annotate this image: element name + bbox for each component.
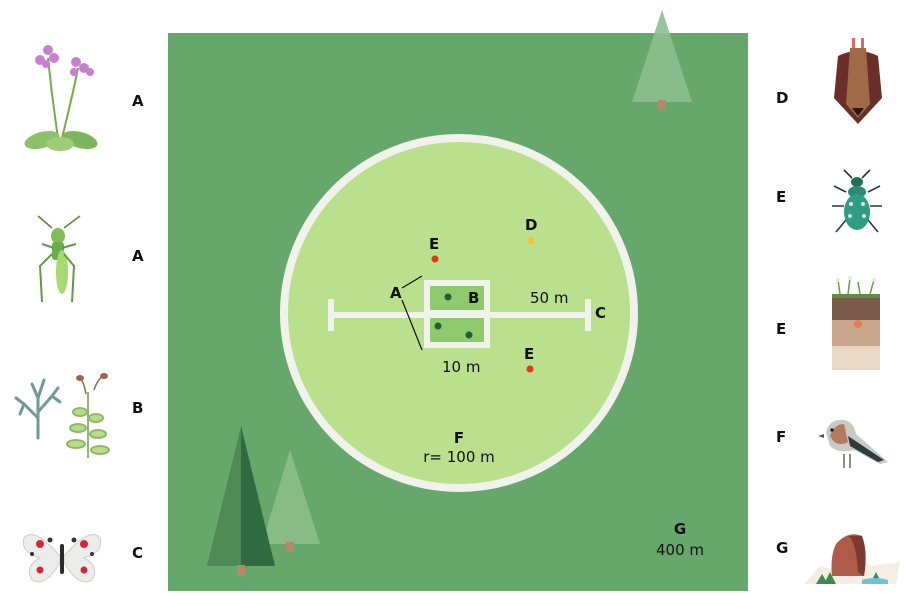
plot-lower: [430, 318, 484, 342]
plot-label-b: B: [468, 289, 479, 307]
plot-size-label: 10 m: [442, 358, 480, 376]
lichen-moss-icon: [14, 373, 110, 458]
rock-landscape-icon: [804, 534, 900, 584]
transect-length-label: 50 m: [530, 289, 568, 307]
left-label-2: A: [132, 247, 144, 265]
right-label-2: E: [776, 188, 787, 206]
sample-dot: [444, 293, 452, 301]
right-label-5: G: [776, 539, 789, 557]
plot-label-a: A: [390, 284, 402, 302]
beetle-icon: [832, 169, 882, 233]
right-label-3: E: [776, 320, 787, 338]
square-label: G: [674, 520, 686, 538]
point-e-label-upper: E: [429, 235, 439, 253]
circle-label: F: [454, 429, 464, 447]
point-e-dot: [526, 365, 534, 373]
sample-dot: [434, 322, 442, 330]
pointer-line-a-upper: [401, 275, 423, 289]
left-label-1: A: [132, 92, 144, 110]
soil-profile-icon: [832, 276, 880, 370]
pointer-line-a-lower: [401, 299, 423, 351]
bird-icon: [818, 419, 888, 468]
left-label-3: B: [132, 399, 144, 417]
tree-icon-top-right: [632, 10, 692, 110]
left-label-4: C: [132, 544, 144, 562]
butterfly-icon: [22, 534, 102, 583]
tree-icon-bottom-left-small: [262, 450, 320, 552]
point-e-dot: [431, 255, 439, 263]
tree-icon-bottom-left-large: [207, 426, 275, 576]
right-label-4: F: [776, 428, 787, 446]
transect-end-label: C: [595, 304, 606, 322]
primrose-flower-icon: [24, 45, 98, 151]
point-d-dot: [527, 237, 535, 245]
point-d-label: D: [525, 216, 537, 234]
bat-icon: [834, 38, 882, 124]
square-size-label: 400 m: [656, 541, 704, 559]
circle-radius-label: r= 100 m: [423, 448, 495, 466]
right-label-1: D: [776, 89, 789, 107]
sample-dot: [465, 331, 473, 339]
point-e-label-lower: E: [524, 345, 534, 363]
grasshopper-icon: [37, 215, 81, 303]
plot-upper: [430, 286, 484, 310]
